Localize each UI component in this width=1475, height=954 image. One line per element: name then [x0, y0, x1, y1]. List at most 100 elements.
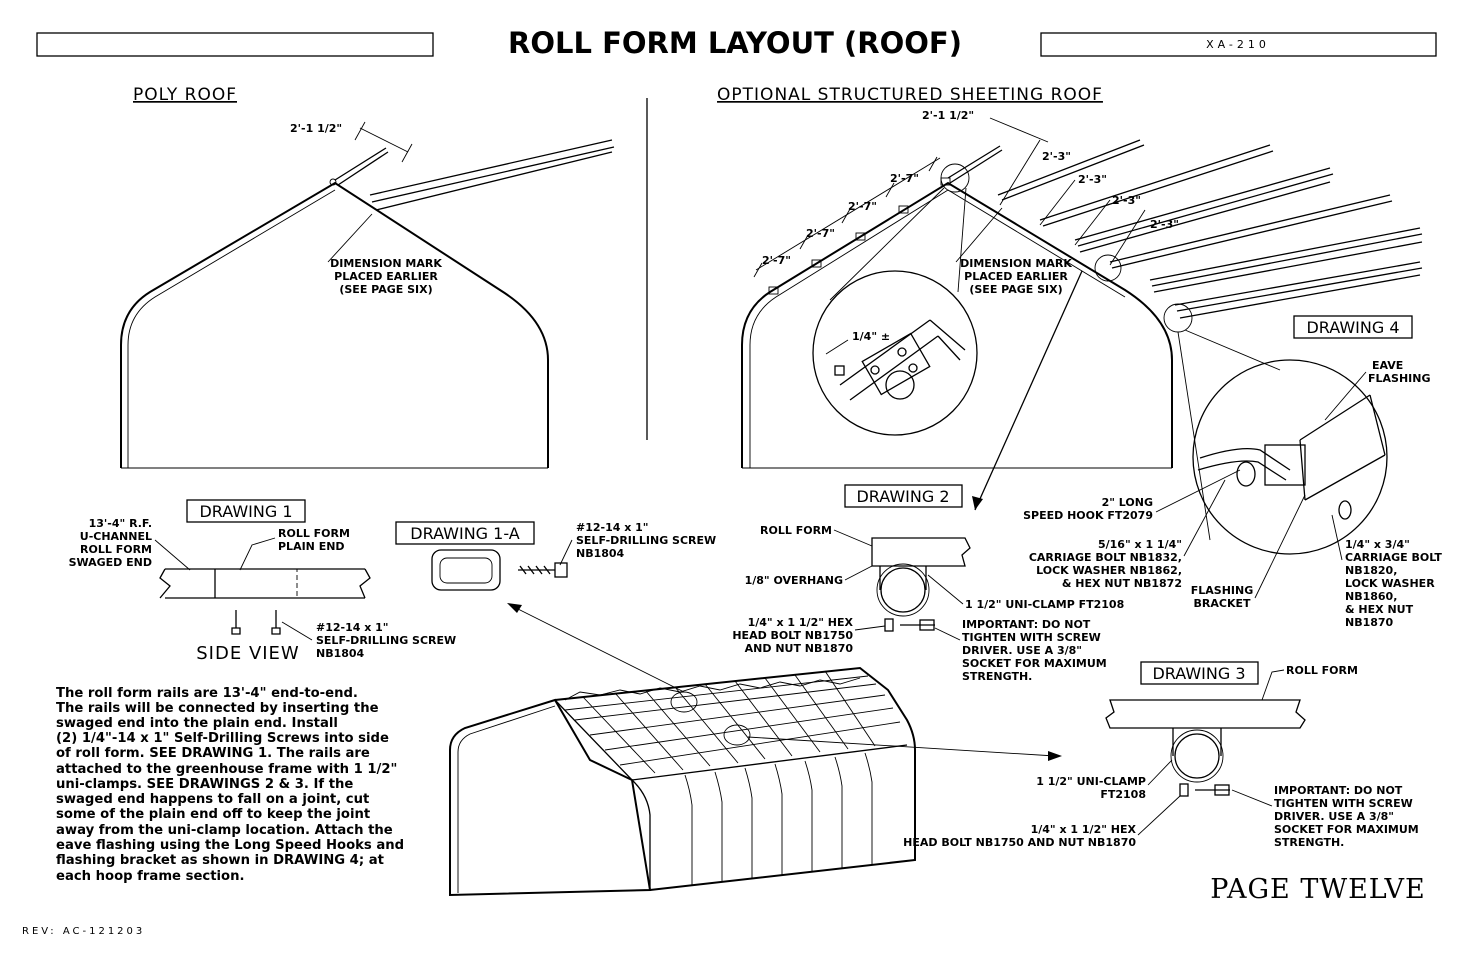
- speed-hook-label-2: SPEED HOOK FT2079: [1023, 509, 1153, 522]
- ridge-detail-dimension: 1/4" ±: [852, 330, 890, 343]
- instruction-line-6: attached to the greenhouse frame with 1 …: [56, 762, 397, 777]
- drawing-1-left-note-2: U-CHANNEL: [80, 530, 152, 543]
- drawing-4-label: DRAWING 4: [1306, 318, 1399, 337]
- right-dimension-4: 2'-3": [1150, 218, 1179, 231]
- drawing-1-left-note-4: SWAGED END: [69, 556, 152, 569]
- left-dimension-2: 2'-7": [806, 227, 835, 240]
- poly-roof-note-1: DIMENSION MARK: [330, 257, 442, 270]
- carriage-bolt-label-2: CARRIAGE BOLT NB1832,: [1029, 551, 1182, 564]
- drawing-3-uniclamp-1: 1 1/2" UNI-CLAMP: [1036, 775, 1146, 788]
- drawing-1-left-note-1: 13'-4" R.F.: [89, 517, 152, 530]
- drawing-1a-screw-note-2: SELF-DRILLING SCREW: [576, 534, 716, 547]
- right-dimension-2: 2'-3": [1078, 173, 1107, 186]
- drawing-3-label: DRAWING 3: [1152, 664, 1245, 683]
- drawing-2-bolt-1: 1/4" x 1 1/2" HEX: [748, 616, 854, 629]
- flashing-bracket-label-1: FLASHING: [1191, 584, 1254, 597]
- instruction-line-13: each hoop frame section.: [56, 869, 245, 884]
- small-bolt-label-7: NB1870: [1345, 616, 1394, 629]
- structured-roof-note-2: PLACED EARLIER: [964, 270, 1068, 283]
- drawing-3-important-2: TIGHTEN WITH SCREW: [1274, 797, 1413, 810]
- drawing-1-label: DRAWING 1: [199, 502, 292, 521]
- drawing-1a-label: DRAWING 1-A: [410, 524, 519, 543]
- small-bolt-label-1: 1/4" x 3/4": [1345, 538, 1410, 551]
- poly-roof-note-3: (SEE PAGE SIX): [339, 283, 432, 296]
- drawing-2-uniclamp: 1 1/2" UNI-CLAMP FT2108: [965, 598, 1124, 611]
- instruction-line-4: (2) 1/4"-14 x 1" Self-Drilling Screws in…: [56, 731, 389, 746]
- speed-hook-label-1: 2" LONG: [1102, 496, 1153, 509]
- carriage-bolt-label-4: & HEX NUT NB1872: [1062, 577, 1182, 590]
- ridge-detail-magnified: [812, 270, 978, 436]
- drawing-3-roll-form: ROLL FORM: [1286, 664, 1358, 677]
- drawing-2-important-1: IMPORTANT: DO NOT: [962, 618, 1091, 631]
- drawing-2-bolt-2: HEAD BOLT NB1750: [732, 629, 853, 642]
- poly-roof-heading: POLY ROOF: [133, 85, 237, 105]
- drawing-4: DRAWING 4 EAVE FLASHING 2" LONG SPEED HO…: [1023, 315, 1442, 629]
- page-label: PAGE TWELVE: [1210, 874, 1425, 905]
- flashing-bracket-label-2: BRACKET: [1194, 597, 1251, 610]
- drawing-1a: DRAWING 1-A #12-14 x 1" SELF-DRILLING SC…: [395, 521, 716, 591]
- small-bolt-label-2: CARRIAGE BOLT: [1345, 551, 1442, 564]
- page-title: ROLL FORM LAYOUT (ROOF): [508, 26, 962, 60]
- title-block: ROLL FORM LAYOUT (ROOF) XA-210: [36, 26, 1437, 60]
- drawing-1a-screw-note-1: #12-14 x 1": [576, 521, 649, 534]
- drawing-3-important-3: DRIVER. USE A 3/8": [1274, 810, 1394, 823]
- instruction-line-2: The rails will be connected by inserting…: [56, 701, 379, 716]
- eave-flashing-label-1: EAVE: [1372, 359, 1403, 372]
- instruction-line-9: some of the plain end off to keep the jo…: [56, 807, 370, 822]
- structured-roof-note-1: DIMENSION MARK: [960, 257, 1072, 270]
- instruction-line-7: uni-clamps. SEE DRAWINGS 2 & 3. If the: [56, 777, 353, 792]
- left-dimension-1: 2'-7": [762, 254, 791, 267]
- document-number: XA-210: [1206, 38, 1270, 51]
- small-bolt-label-6: & HEX NUT: [1345, 603, 1414, 616]
- structured-roof-section: OPTIONAL STRUCTURED SHEETING ROOF: [717, 85, 1423, 469]
- poly-roof-dimension: 2'-1 1/2": [290, 122, 342, 135]
- carriage-bolt-label-3: LOCK WASHER NB1862,: [1036, 564, 1182, 577]
- small-bolt-label-5: NB1860,: [1345, 590, 1397, 603]
- drawing-3-uniclamp-2: FT2108: [1100, 788, 1146, 801]
- carriage-bolt-label-1: 5/16" x 1 1/4": [1098, 538, 1182, 551]
- drawing-3-bolt-1: 1/4" x 1 1/2" HEX: [1031, 823, 1137, 836]
- drawing-3-important-5: STRENGTH.: [1274, 836, 1344, 849]
- drawing-1-screw-note-2: SELF-DRILLING SCREW: [316, 634, 456, 647]
- right-dimension-3: 2'-3": [1112, 194, 1141, 207]
- left-dimension-4: 2'-7": [890, 172, 919, 185]
- drawing-2-roll-form: ROLL FORM: [760, 524, 832, 537]
- instruction-line-3: swaged end into the plain end. Install: [56, 716, 338, 731]
- drawing-2-important-3: DRIVER. USE A 3/8": [962, 644, 1082, 657]
- revision-label: REV: AC-121203: [22, 926, 145, 937]
- instruction-line-8: swaged end happens to fall on a joint, c…: [56, 792, 369, 807]
- structured-roof-note-3: (SEE PAGE SIX): [969, 283, 1062, 296]
- side-view-label: SIDE VIEW: [196, 643, 299, 664]
- drawing-3-important-4: SOCKET FOR MAXIMUM: [1274, 823, 1419, 836]
- instruction-line-11: eave flashing using the Long Speed Hooks…: [56, 838, 404, 853]
- drawing-3-important-1: IMPORTANT: DO NOT: [1274, 784, 1403, 797]
- drawing-2-important-5: STRENGTH.: [962, 670, 1032, 683]
- left-dimension-3: 2'-7": [848, 200, 877, 213]
- instruction-line-5: of roll form. SEE DRAWING 1. The rails a…: [56, 746, 370, 761]
- drawing-1-screw-note-3: NB1804: [316, 647, 365, 660]
- u-channel-profile: [431, 549, 501, 591]
- right-dimension-1: 2'-3": [1042, 150, 1071, 163]
- poly-roof-section: POLY ROOF 2'-1 1/2" DIMENSION MARK PLACE…: [120, 85, 615, 469]
- isometric-greenhouse: [449, 603, 1062, 897]
- eave-detail-magnified: [1192, 359, 1388, 555]
- drawing-3-bolt-2: HEAD BOLT NB1750 AND NUT NB1870: [903, 836, 1136, 849]
- instruction-line-12: flashing bracket as shown in DRAWING 4; …: [56, 853, 384, 868]
- drawing-2: DRAWING 2 ROLL FORM 1/8" OVERHANG 1 1/2"…: [732, 270, 1124, 683]
- drawing-2-label: DRAWING 2: [856, 487, 949, 506]
- poly-roof-note-2: PLACED EARLIER: [334, 270, 438, 283]
- drawing-2-bolt-3: AND NUT NB1870: [745, 642, 854, 655]
- drawing-1-screw-note-1: #12-14 x 1": [316, 621, 389, 634]
- drawing-1a-screw-note-3: NB1804: [576, 547, 625, 560]
- structured-roof-heading: OPTIONAL STRUCTURED SHEETING ROOF: [717, 85, 1103, 105]
- small-bolt-label-3: NB1820,: [1345, 564, 1397, 577]
- eave-flashing-label-2: FLASHING: [1368, 372, 1431, 385]
- instruction-line-1: The roll form rails are 13'-4" end-to-en…: [56, 686, 358, 701]
- drawing-2-important-4: SOCKET FOR MAXIMUM: [962, 657, 1107, 670]
- drawing-1-left-note-3: ROLL FORM: [80, 543, 152, 556]
- drawing-2-overhang: 1/8" OVERHANG: [745, 574, 843, 587]
- small-bolt-label-4: LOCK WASHER: [1345, 577, 1435, 590]
- drawing-1-roll-form-note-1: ROLL FORM: [278, 527, 350, 540]
- structured-top-dimension: 2'-1 1/2": [922, 109, 974, 122]
